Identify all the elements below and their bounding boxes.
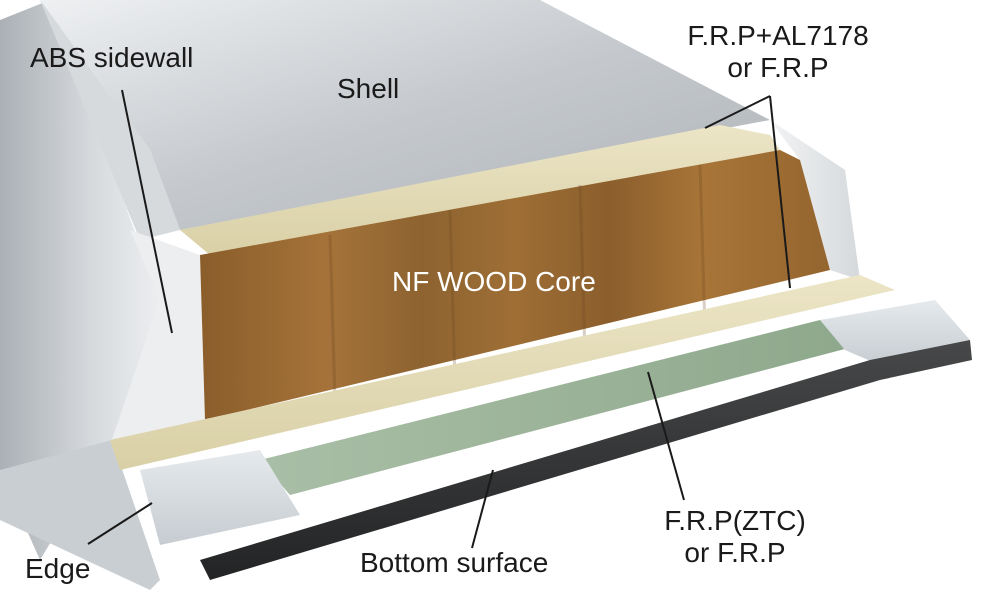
leader-abs-sidewall: [121, 89, 173, 334]
leader-bottom-surface: [471, 469, 494, 549]
wood-grain: [328, 164, 707, 401]
leader-lines: [87, 89, 791, 549]
label-shell: Shell: [337, 73, 400, 104]
label-abs-sidewall: ABS sidewall: [30, 42, 194, 73]
leader-frp-ztc: [647, 371, 685, 501]
label-core: NF WOOD Core: [392, 266, 596, 297]
base-frp-layer: [110, 275, 895, 470]
wood-core: [200, 150, 830, 420]
abs-sidewall-right: [770, 120, 860, 280]
frp-ztc-layer: [260, 320, 860, 495]
label-bottom-layer-line1: F.R.P(ZTC): [664, 505, 806, 536]
leader-top-frp-2: [769, 95, 791, 289]
edge-left: [140, 450, 300, 545]
leader-top-frp-1: [704, 95, 771, 129]
label-bottom-surface: Bottom surface: [360, 547, 549, 578]
bottom-surface: [200, 340, 972, 580]
label-top-layer-line1: F.R.P+AL7178: [687, 20, 869, 51]
label-edge: Edge: [25, 553, 91, 584]
leader-edge: [87, 502, 153, 545]
shell-top-surface: [40, 0, 770, 230]
abs-sidewall-left: [112, 230, 205, 440]
label-bottom-layer: F.R.P(ZTC) or F.R.P: [640, 505, 830, 569]
label-top-layer: F.R.P+AL7178 or F.R.P: [658, 20, 898, 84]
top-frp-layer: [180, 125, 780, 255]
label-top-layer-line2: or F.R.P: [727, 52, 829, 83]
ski-left-bottom-strip: [0, 440, 160, 590]
label-bottom-layer-line2: or F.R.P: [684, 537, 786, 568]
ski-left-side: [0, 0, 160, 560]
shell-left-bevel: [40, 0, 180, 240]
